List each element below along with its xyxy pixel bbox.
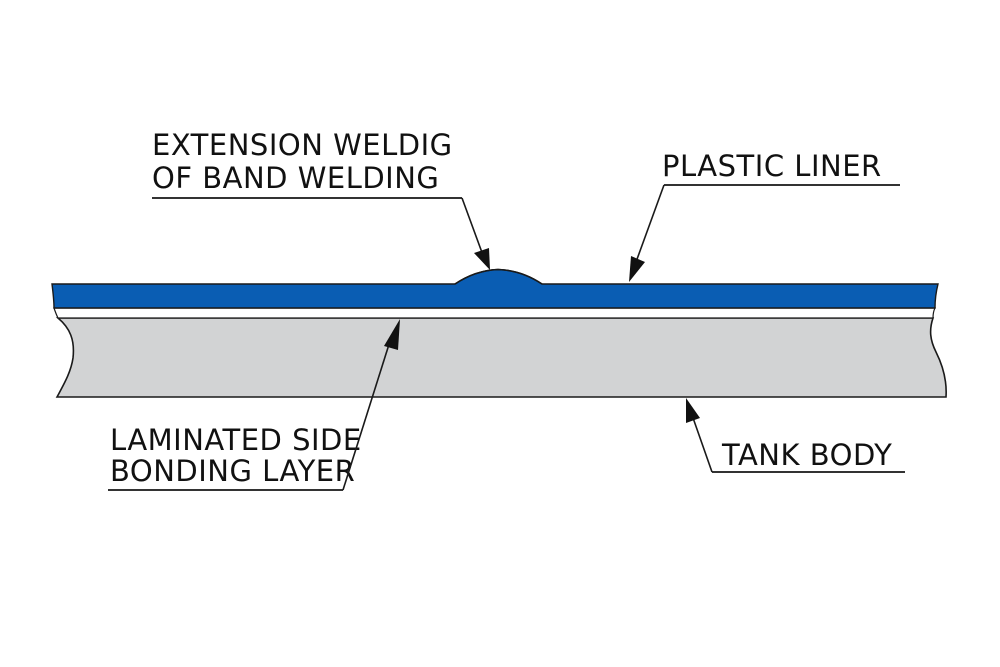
label-tank-body-text: TANK BODY [721,438,892,472]
leader-line [461,197,485,259]
label-plastic-liner: PLASTIC LINER [629,149,900,282]
label-tank-body: TANK BODY [686,398,905,473]
label-bonding-layer: LAMINATED SIDE BONDING LAYER [108,319,400,491]
arrowhead-icon [629,256,645,282]
weld-bead [454,268,543,285]
label-bonding-layer-line2: BONDING LAYER [110,454,355,488]
label-plastic-liner-text: PLASTIC LINER [662,149,882,183]
leader-line [342,337,392,491]
arrowhead-icon [474,248,490,270]
leader-line [635,184,665,263]
label-extension-welding-line1: EXTENSION WELDIG [152,128,453,162]
label-bonding-layer-line1: LAMINATED SIDE [110,423,362,457]
bonding-layer [53,307,936,319]
plastic-liner-layer [51,268,939,309]
tank-body-layer [55,317,947,398]
label-extension-welding-line2: OF BAND WELDING [152,161,439,195]
label-extension-welding: EXTENSION WELDIG OF BAND WELDING [152,128,490,270]
arrowhead-icon [686,398,700,423]
leader-line [691,414,713,473]
arrowhead-icon [384,319,400,350]
